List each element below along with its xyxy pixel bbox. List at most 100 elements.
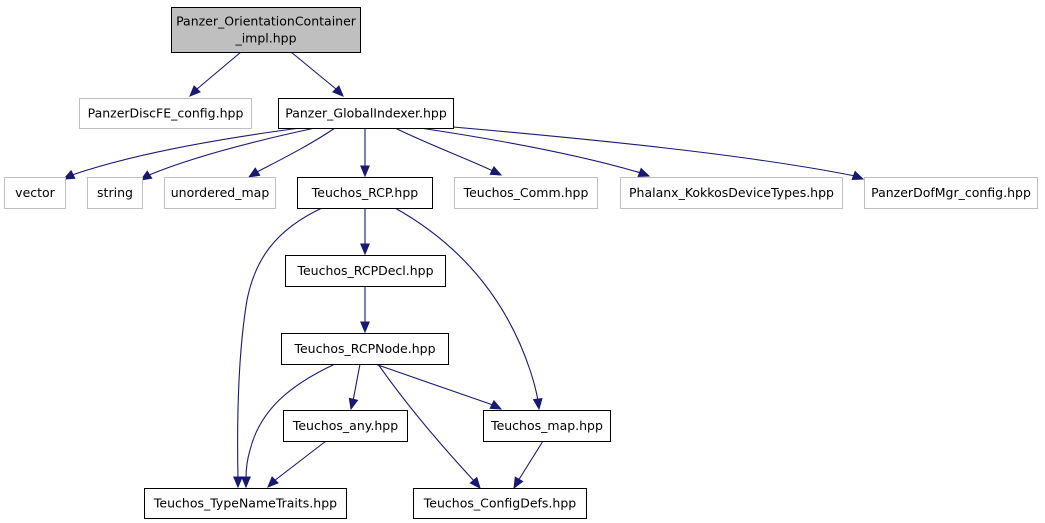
node-label: Panzer_GlobalIndexer.hpp: [285, 106, 447, 121]
edge-orientation-to-discfe_config: [189, 51, 242, 97]
node-label: string: [97, 185, 133, 200]
arrowhead: [189, 85, 201, 97]
node-box: [864, 177, 1038, 209]
node-box: [483, 410, 611, 442]
edge-globalindexer-to-string: [139, 127, 316, 181]
arrowhead: [139, 170, 153, 181]
node-box: [87, 177, 143, 209]
edge-teuchos_rcp-to-teuchos_map: [394, 207, 543, 411]
node-label: vector: [15, 185, 56, 200]
arrowhead: [489, 399, 503, 410]
arrowhead: [513, 476, 524, 490]
node-phalanx-kokkos: Phalanx_KokkosDeviceTypes.hpp: [620, 177, 843, 209]
node-label: Teuchos_RCPNode.hpp: [293, 341, 435, 356]
arrowhead: [637, 167, 651, 177]
node-label: Teuchos_Comm.hpp: [463, 185, 589, 200]
node-label: unordered_map: [171, 185, 270, 200]
arrowhead: [233, 476, 243, 489]
node-box: [620, 177, 843, 209]
node-teuchos-rcpdecl[interactable]: Teuchos_RCPDecl.hpp: [285, 255, 446, 287]
edge-line: [148, 127, 316, 176]
node-label: Panzer_OrientationContainer: [176, 14, 357, 29]
node-teuchos-any[interactable]: Teuchos_any.hpp: [283, 410, 408, 442]
node-dofmgr-config: PanzerDofMgr_config.hpp: [864, 177, 1038, 209]
node-label: Teuchos_ConfigDefs.hpp: [423, 496, 576, 511]
node-box: [413, 488, 587, 519]
node-label: PanzerDofMgr_config.hpp: [871, 185, 1031, 200]
node-teuchos-configdefs[interactable]: Teuchos_ConfigDefs.hpp: [413, 488, 587, 519]
edge-teuchos_map-to-teuchos_configdefs: [513, 440, 544, 490]
node-box: [281, 333, 449, 365]
node-vector: vector: [4, 177, 66, 209]
edge-teuchos_rcpnode-to-teuchos_typenametraits: [241, 363, 336, 489]
node-label: Teuchos_map.hpp: [490, 418, 603, 433]
edge-line: [374, 363, 494, 406]
node-box: [144, 488, 347, 519]
node-box: [171, 7, 361, 53]
edge-line: [71, 127, 301, 176]
edge-line: [256, 127, 336, 173]
node-teuchos-rcp[interactable]: Teuchos_RCP.hpp: [297, 177, 433, 209]
arrowhead: [851, 170, 865, 180]
arrowhead: [360, 321, 370, 334]
node-box: [79, 98, 252, 129]
node-teuchos-comm: Teuchos_Comm.hpp: [454, 177, 598, 209]
node-globalindexer[interactable]: Panzer_GlobalIndexer.hpp: [278, 98, 454, 129]
edge-globalindexer-to-unordered_map: [247, 127, 336, 178]
node-label: Teuchos_TypeNameTraits.hpp: [153, 496, 337, 511]
node-label: Teuchos_RCP.hpp: [311, 185, 419, 200]
node-teuchos-map[interactable]: Teuchos_map.hpp: [483, 410, 611, 442]
arrowhead: [332, 85, 344, 97]
edge-teuchos_rcpnode-to-teuchos_any: [348, 363, 361, 411]
edge-line: [517, 440, 544, 482]
arrowhead: [241, 476, 251, 489]
node-label: _impl.hpp: [234, 31, 296, 46]
node-label: PanzerDiscFE_config.hpp: [88, 106, 244, 121]
edge-globalindexer-to-vector: [62, 127, 301, 180]
node-box: [454, 177, 598, 209]
edge-line: [394, 207, 539, 402]
node-box: [283, 410, 408, 442]
node-discfe-config: PanzerDiscFE_config.hpp: [79, 98, 252, 129]
edges-layer: [62, 51, 865, 490]
node-box: [297, 177, 433, 209]
node-label: Teuchos_any.hpp: [292, 418, 398, 433]
node-teuchos-typenametraits[interactable]: Teuchos_TypeNameTraits.hpp: [144, 488, 347, 519]
edge-line: [419, 127, 642, 174]
edge-line: [352, 363, 361, 402]
node-box: [285, 255, 446, 287]
edge-line: [394, 127, 494, 172]
edge-orientation-to-globalindexer: [290, 51, 344, 97]
edge-globalindexer-to-teuchos_rcp: [360, 128, 370, 178]
edge-line: [290, 51, 337, 90]
edge-line: [237, 207, 323, 480]
edge-teuchos_rcpnode-to-teuchos_configdefs: [377, 363, 481, 489]
node-box: [4, 177, 66, 209]
edge-globalindexer-to-dofmgr_config: [452, 126, 865, 180]
edge-teuchos_any-to-teuchos_typenametraits: [267, 440, 327, 488]
edge-globalindexer-to-phalanx_kokkos: [419, 127, 651, 177]
arrowhead: [360, 243, 370, 256]
edge-teuchos_rcp-to-teuchos_typenametraits: [233, 207, 323, 489]
node-unordered-map: unordered_map: [164, 177, 276, 209]
node-teuchos-rcpnode[interactable]: Teuchos_RCPNode.hpp: [281, 333, 449, 365]
node-label: Teuchos_RCPDecl.hpp: [296, 263, 433, 278]
arrowhead: [532, 397, 543, 411]
edge-line: [245, 363, 336, 480]
edge-teuchos_rcp-to-teuchos_rcpdecl: [360, 208, 370, 256]
arrowhead: [62, 169, 76, 180]
node-string: string: [87, 177, 143, 209]
edge-line: [452, 126, 856, 177]
arrowhead: [489, 165, 503, 176]
node-orientation: Panzer_OrientationContainer _impl.hpp: [171, 7, 361, 53]
edge-teuchos_rcpnode-to-teuchos_map: [374, 363, 503, 410]
nodes-layer: Panzer_OrientationContainer_impl.hppPanz…: [4, 7, 1038, 519]
arrowhead: [360, 165, 370, 178]
edge-teuchos_rcpdecl-to-teuchos_rcpnode: [360, 286, 370, 334]
edge-line: [273, 440, 327, 482]
node-box: [164, 177, 276, 209]
node-box: [278, 98, 454, 129]
edge-globalindexer-to-teuchos_comm: [394, 127, 503, 176]
arrowhead: [267, 476, 279, 488]
